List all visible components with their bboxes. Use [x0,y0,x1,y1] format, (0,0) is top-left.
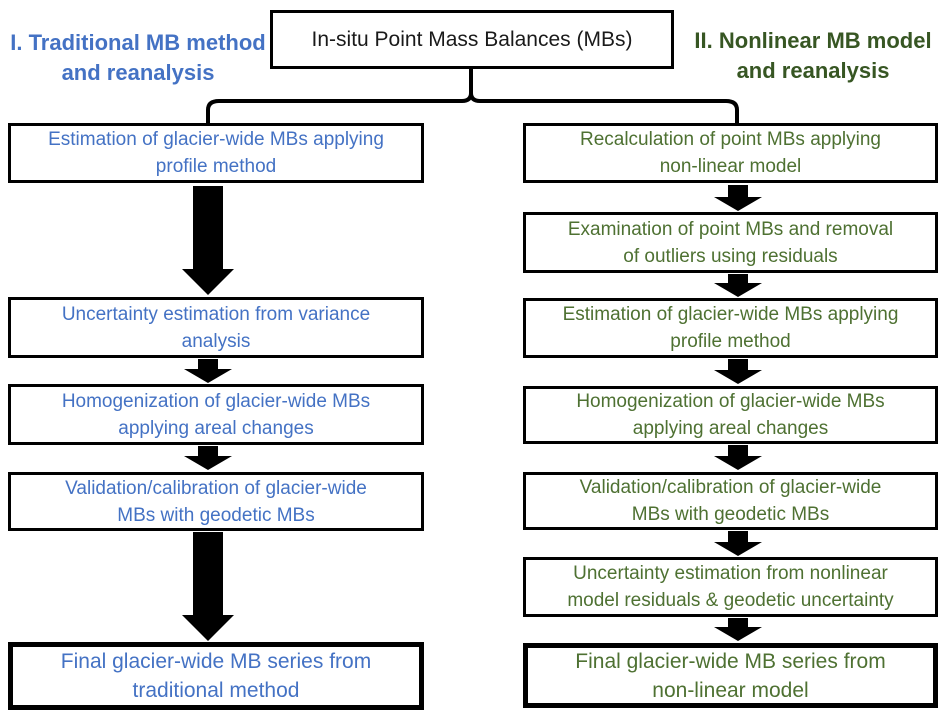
right-box-examination-outliers: Examination of point MBs and removal of … [523,212,938,273]
left-box-final-series-traditional: Final glacier-wide MB series from tradit… [8,642,424,710]
box-text-line: Uncertainty estimation from variance [61,303,371,325]
brace-connector-right [469,68,739,123]
box-text-line: Estimation of glacier-wide MBs applying [48,129,384,150]
box-text-line: Uncertainty estimation from nonlinear [573,563,888,584]
box-text-line: Homogenization of glacier-wide MBs [61,390,371,412]
left-box-validation-geodetic: Validation/calibration of glacier-wide M… [8,472,424,531]
box-text-line: model residuals & geodetic uncertainty [567,590,894,611]
right-box-final-series-nonlinear: Final glacier-wide MB series from non-li… [523,643,938,708]
box-text-line: Final glacier-wide MB series from [575,649,886,673]
box-text-line: of outliers using residuals [623,245,838,267]
left-box-homogenization-areal-changes: Homogenization of glacier-wide MBs apply… [8,384,424,445]
box-text-line: Validation/calibration of glacier-wide [65,477,367,499]
box-text-line: Validation/calibration of glacier-wide [579,477,882,498]
box-text-line: profile method [155,156,277,177]
right-box-uncertainty-nonlinear-geodetic: Uncertainty estimation from nonlinear mo… [523,557,938,617]
box-text-line: Estimation of glacier-wide MBs applying [562,304,899,325]
arrow-down [714,185,762,211]
arrow-down [714,359,762,384]
left-heading-line2: method and reanalysis [61,30,266,85]
right-heading-line2: and reanalysis [736,58,890,83]
box-text-line: Homogenization of glacier-wide MBs [576,391,885,412]
right-box-validation-geodetic: Validation/calibration of glacier-wide M… [523,472,938,530]
arrow-down [714,531,762,556]
box-text-line: MBs with geodetic MBs [631,504,830,525]
box-text-line: non-linear model [652,678,809,702]
right-column-heading: II. Nonlinear MB model and reanalysis [678,26,948,86]
arrow-down [714,274,762,297]
left-heading-line1: I. Traditional MB [10,30,181,55]
right-box-homogenization-areal-changes: Homogenization of glacier-wide MBs apply… [523,386,938,444]
box-text-line: applying areal changes [118,417,314,439]
box-text-line: Recalculation of point MBs applying [579,129,881,150]
root-box-label: In-situ Point Mass Balances (MBs) [311,27,633,51]
box-text-line: Examination of point MBs and removal [567,218,894,240]
box-text-line: Final glacier-wide MB series from [60,650,372,673]
right-heading-line1: II. Nonlinear MB model [694,28,932,53]
box-text-line: traditional method [132,679,300,702]
arrow-down-big [182,532,234,641]
left-box-estimation-profile-method: Estimation of glacier-wide MBs applying … [8,123,424,183]
arrow-down [184,446,232,470]
arrow-down [714,618,762,641]
arrow-down [714,445,762,470]
left-column-heading: I. Traditional MB method and reanalysis [2,28,274,88]
box-text-line: analysis [181,330,251,352]
box-text-line: applying areal changes [632,418,829,439]
right-box-estimation-profile-method: Estimation of glacier-wide MBs applying … [523,298,938,358]
box-text-line: MBs with geodetic MBs [117,504,315,526]
box-text-line: non-linear model [659,156,802,177]
arrow-down [184,359,232,383]
box-text-line: profile method [670,331,791,352]
right-box-recalculation-nonlinear: Recalculation of point MBs applying non-… [523,123,938,183]
left-box-uncertainty-variance: Uncertainty estimation from variance ana… [8,297,424,358]
root-box-insitu-point-mb: In-situ Point Mass Balances (MBs) [270,10,674,69]
arrow-down-big [182,186,234,295]
